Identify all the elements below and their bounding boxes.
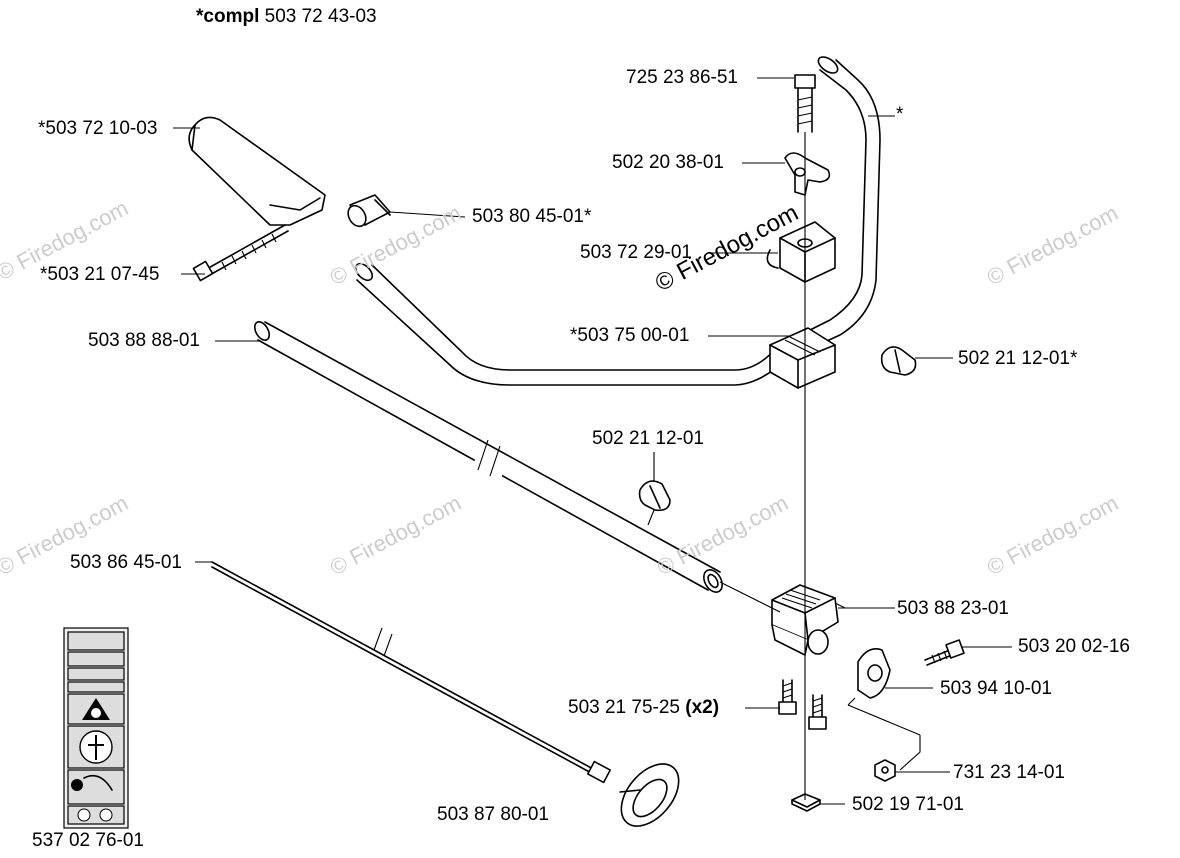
shaft-tube-drawing: [253, 321, 723, 593]
wing-knob-drawing: [784, 152, 831, 196]
part-label-left-grip: *503 72 10-03: [38, 118, 158, 139]
side-screw-drawing: [924, 639, 965, 666]
top-bolt-drawing: [794, 74, 816, 133]
part-label-bolt: 725 23 86-51: [626, 67, 738, 88]
part-label-wing-knob: 502 20 38-01: [612, 152, 724, 173]
part-label-star: *: [896, 104, 904, 125]
lower-clamp-drawing: [769, 327, 836, 389]
part-label-square-nut: 502 19 71-01: [852, 794, 964, 815]
bottom-screws-quantity: (x2): [685, 697, 720, 718]
assembly-header: *compl 503 72 43-03: [196, 6, 377, 28]
shaft-clamp-drawing: [857, 648, 891, 699]
left-grip-drawing: [188, 116, 326, 226]
drive-shaft-drawing: [211, 561, 680, 827]
part-label-clutch-drum: 503 87 80-01: [437, 804, 549, 821]
part-label-shaft-tube: 503 88 88-01: [88, 330, 200, 351]
header-prefix: *compl: [196, 6, 260, 27]
part-label-drive-shaft: 503 86 45-01: [70, 552, 182, 573]
part-label-decal: 537 02 76-01: [32, 830, 144, 851]
grip-screw-drawing: [192, 224, 289, 282]
part-label-grip-screw: *503 21 07-45: [40, 264, 160, 285]
part-label-bottom-screws: 503 21 75-25 (x2): [568, 697, 719, 719]
cable-clip-right-drawing: [880, 346, 917, 376]
part-label-small-clip: 503 80 45-01*: [472, 206, 592, 227]
label-leader-lines: [173, 77, 1012, 805]
cable-clip-middle-drawing: [638, 480, 671, 512]
small-clip-drawing: [347, 194, 391, 228]
square-nut-drawing: [791, 793, 821, 812]
bottom-screws-drawing: [778, 679, 827, 730]
part-label-lower-clamp: *503 75 00-01: [570, 325, 690, 346]
part-label-side-screw: 503 20 02-16: [1018, 636, 1130, 657]
warning-decal-drawing: [63, 627, 129, 829]
part-label-nut: 731 23 14-01: [953, 762, 1065, 783]
part-label-upper-clamp: 503 72 29-01: [580, 242, 692, 263]
nut-drawing: [874, 759, 896, 782]
part-label-shaft-clamp: 503 94 10-01: [940, 678, 1052, 699]
part-label-handle-bracket: 503 88 23-01: [897, 598, 1009, 619]
header-part-number: 503 72 43-03: [264, 6, 377, 27]
part-label-cable-clip-middle: 502 21 12-01: [592, 428, 704, 449]
bottom-screws-part-number: 503 21 75-25: [568, 697, 680, 718]
part-label-cable-clip-right: 502 21 12-01*: [958, 348, 1078, 369]
